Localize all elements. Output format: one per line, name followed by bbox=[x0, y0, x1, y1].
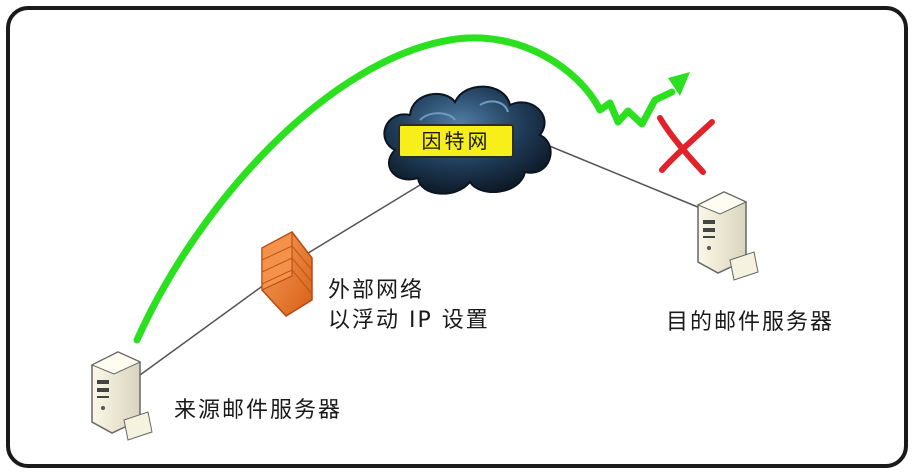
arrowhead-icon bbox=[668, 72, 690, 96]
destination-server-icon bbox=[696, 191, 759, 281]
internet-label: 因特网 bbox=[398, 124, 514, 158]
diagram-frame bbox=[6, 6, 908, 468]
destination-server-label: 目的邮件服务器 bbox=[666, 310, 835, 335]
source-server-icon bbox=[90, 351, 153, 441]
external-network-label-line2: 以浮动 IP 设置 bbox=[328, 308, 490, 333]
firewall-icon bbox=[261, 231, 313, 317]
link-internet-destination bbox=[529, 137, 706, 211]
link-source-firewall bbox=[139, 281, 269, 376]
network-links bbox=[139, 137, 706, 376]
mail-path-arrow bbox=[133, 34, 690, 344]
source-server-label: 来源邮件服务器 bbox=[174, 398, 343, 423]
external-network-label-line1: 外部网络 bbox=[328, 278, 425, 303]
failure-x-icon bbox=[657, 115, 715, 175]
link-firewall-internet bbox=[299, 184, 421, 259]
